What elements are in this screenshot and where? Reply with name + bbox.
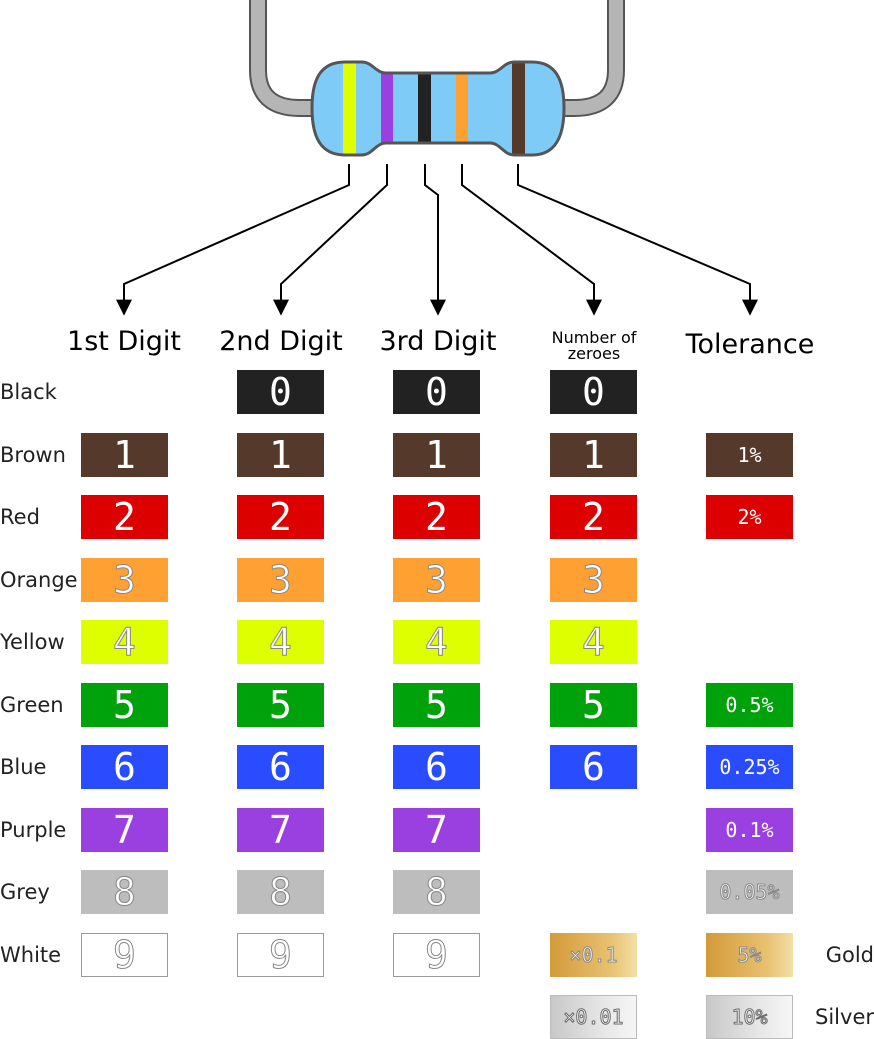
chip-grey-d1: 8 xyxy=(81,870,168,915)
chip-red-tol: 2% xyxy=(706,495,793,539)
arrow-5 xyxy=(517,164,758,316)
band-purple xyxy=(381,62,393,155)
chip-white-d2: 9 xyxy=(237,933,324,978)
resistor-body-outline xyxy=(310,60,566,157)
chip-orange-d1: 3 xyxy=(81,558,168,603)
band-black xyxy=(418,62,431,155)
chip-purple-d2: 7 xyxy=(237,808,324,852)
chip-white-d1: 9 xyxy=(81,933,168,978)
chip-grey-d2: 8 xyxy=(237,870,324,915)
chip-yellow-zeros: 4 xyxy=(550,620,637,665)
chip-brown-d2: 1 xyxy=(237,433,324,477)
chip-brown-tol: 1% xyxy=(706,433,793,477)
row-label-black: Black xyxy=(0,380,57,404)
chip-gold-tol: 5% xyxy=(706,933,793,977)
chip-green-d2: 5 xyxy=(237,683,324,727)
chip-grey-tol: 0.05% xyxy=(706,870,793,914)
row-label-white: White xyxy=(0,943,62,967)
arrow-4 xyxy=(461,164,602,316)
chip-grey-d3: 8 xyxy=(393,870,480,915)
resistor-diagram xyxy=(116,0,758,316)
chip-white-d3: 9 xyxy=(393,933,480,978)
band-yellow xyxy=(343,62,356,155)
row-label-orange: Orange xyxy=(0,568,78,592)
header-2nd-digit: 2nd Digit xyxy=(219,326,343,357)
chip-green-zeros: 5 xyxy=(550,683,637,727)
chip-orange-d3: 3 xyxy=(393,558,480,603)
chip-yellow-d3: 4 xyxy=(393,620,480,665)
chip-gold-zeros: ×0.1 xyxy=(550,933,637,977)
chip-purple-d3: 7 xyxy=(393,808,480,852)
chip-purple-d1: 7 xyxy=(81,808,168,852)
chip-green-d1: 5 xyxy=(81,683,168,727)
chip-red-zeros: 2 xyxy=(550,495,637,539)
left-lead xyxy=(251,0,325,115)
row-label-purple: Purple xyxy=(0,818,67,842)
chip-orange-zeros: 3 xyxy=(550,558,637,603)
chip-brown-d1: 1 xyxy=(81,433,168,477)
row-label-red: Red xyxy=(0,505,40,529)
header-3rd-digit: 3rd Digit xyxy=(379,326,497,357)
chip-blue-d1: 6 xyxy=(81,745,168,789)
chip-red-d2: 2 xyxy=(237,495,324,539)
chip-purple-tol: 0.1% xyxy=(706,808,793,852)
chip-blue-zeros: 6 xyxy=(550,745,637,789)
row-label-gold: Gold xyxy=(825,943,874,967)
chip-blue-d2: 6 xyxy=(237,745,324,789)
chip-black-d2: 0 xyxy=(237,370,324,414)
chip-green-d3: 5 xyxy=(393,683,480,727)
chip-silver-tol: 10% xyxy=(706,995,793,1039)
header-number-of-zeroes: Number of zeroes xyxy=(551,328,637,363)
row-label-yellow: Yellow xyxy=(0,630,65,654)
arrow-1 xyxy=(116,164,350,316)
row-label-brown: Brown xyxy=(0,443,66,467)
chip-yellow-d2: 4 xyxy=(237,620,324,665)
arrow-2 xyxy=(273,164,388,316)
row-label-silver: Silver xyxy=(815,1005,874,1029)
chip-black-d3: 0 xyxy=(393,370,480,414)
header-1st-digit: 1st Digit xyxy=(67,326,181,357)
row-label-green: Green xyxy=(0,693,64,717)
chip-brown-zeros: 1 xyxy=(550,433,637,477)
chip-red-d3: 2 xyxy=(393,495,480,539)
row-label-grey: Grey xyxy=(0,880,50,904)
chip-brown-d3: 1 xyxy=(393,433,480,477)
right-lead xyxy=(549,0,623,115)
chip-blue-tol: 0.25% xyxy=(706,745,793,789)
header-tolerance: Tolerance xyxy=(685,329,815,360)
chip-red-d1: 2 xyxy=(81,495,168,539)
chip-black-zeros: 0 xyxy=(550,370,637,414)
chip-orange-d2: 3 xyxy=(237,558,324,603)
band-brown xyxy=(512,62,525,155)
band-orange xyxy=(456,62,468,155)
chip-yellow-d1: 4 xyxy=(81,620,168,665)
chip-silver-zeros: ×0.01 xyxy=(550,995,637,1039)
resistor-body xyxy=(312,62,564,155)
arrow-3 xyxy=(424,164,446,316)
chip-green-tol: 0.5% xyxy=(706,683,793,727)
chip-blue-d3: 6 xyxy=(393,745,480,789)
row-label-blue: Blue xyxy=(0,755,47,779)
